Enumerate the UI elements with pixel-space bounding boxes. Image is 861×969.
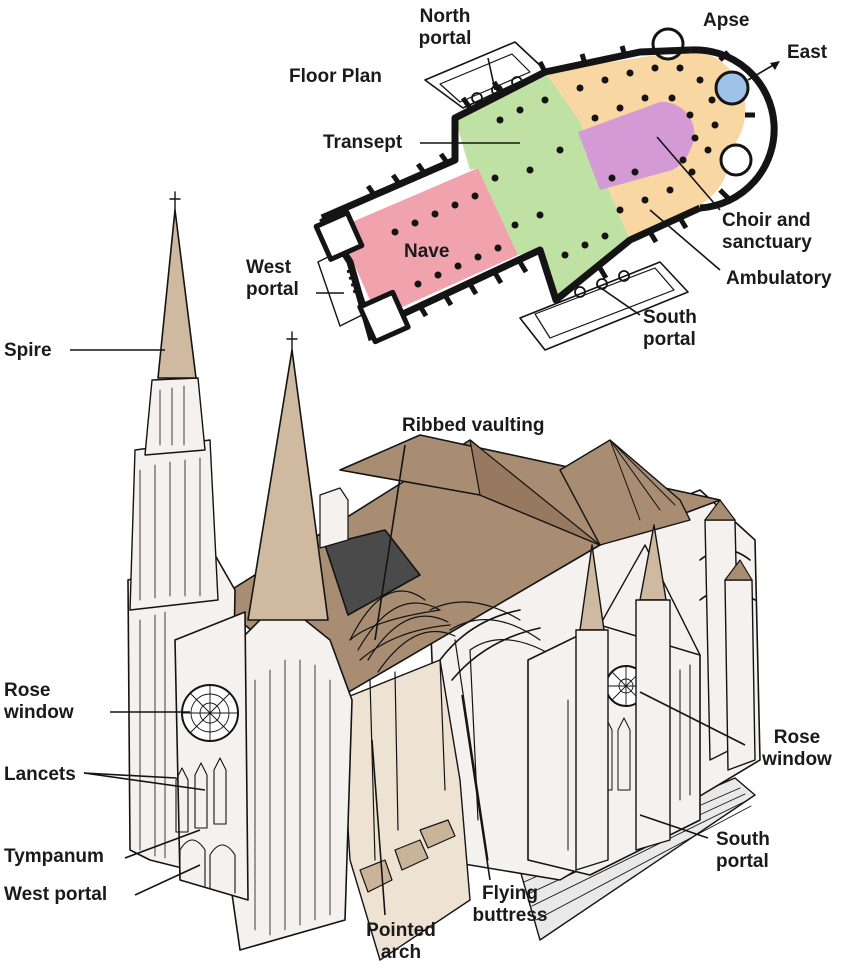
cutaway-dark — [324, 529, 421, 616]
label-spire: Spire — [4, 340, 52, 361]
chevet-roof-2 — [724, 559, 753, 581]
label-south-portal: South portal — [716, 829, 770, 873]
label-choir-sanctuary: Choir and sanctuary — [722, 210, 812, 254]
north-spire — [157, 209, 197, 379]
label-choir-line1: Choir and — [722, 210, 811, 231]
label-nave: Nave — [404, 241, 450, 262]
label-rose-window-south-line2: window — [762, 749, 832, 770]
choir-region — [578, 101, 695, 190]
apse-roof — [559, 439, 691, 546]
plan-buttresses — [365, 45, 755, 318]
label-south-portal-plan-line1: South — [643, 307, 697, 328]
chapel-south — [719, 143, 753, 177]
south-tower-right — [635, 599, 671, 851]
label-pointed-arch-line1: Pointed — [366, 920, 436, 941]
south-portal-outline — [519, 261, 689, 351]
label-apse: Apse — [703, 10, 750, 31]
south-portal-inner — [534, 267, 675, 339]
north-tower-lantern — [144, 377, 206, 456]
ribbed-vault-arches — [349, 590, 561, 673]
rose-window-west-tracery — [181, 684, 239, 742]
east-arrow — [747, 63, 776, 81]
apse-chapel — [714, 70, 750, 106]
west-facade — [174, 611, 249, 901]
label-floor-plan-title: Floor Plan — [289, 66, 382, 87]
east-arrowhead — [770, 61, 780, 70]
floor-plan — [313, 27, 780, 351]
west-lancets — [175, 757, 227, 833]
label-north-portal-line1: North — [419, 6, 471, 27]
label-ambulatory: Ambulatory — [726, 268, 832, 289]
chevet-turret-2 — [724, 579, 756, 771]
label-west-portal-plan-line2: portal — [246, 279, 299, 300]
label-rose-window-west-line1: Rose — [4, 680, 51, 701]
west-portal-arches — [179, 839, 236, 894]
label-north-portal-line2: portal — [418, 28, 472, 49]
north-portal-inner — [439, 53, 531, 103]
label-south-portal-line1: South — [716, 829, 770, 850]
label-rose-window-south: Rose window — [752, 727, 842, 771]
label-tympanum: Tympanum — [4, 846, 104, 867]
label-rose-window-south-line1: Rose — [773, 727, 821, 748]
plan-piers — [391, 64, 719, 288]
label-flying-buttress: Flying buttress — [462, 883, 558, 927]
label-east: East — [787, 42, 828, 63]
chevet-roof-1 — [704, 499, 736, 521]
label-rose-window-west: Rose window — [4, 680, 74, 724]
label-choir-line2: sanctuary — [722, 232, 812, 253]
roof-ridge-shade — [469, 439, 601, 546]
pier-bases — [359, 819, 456, 893]
label-flying-buttress-line2: buttress — [472, 905, 548, 926]
west-tower-south — [357, 289, 411, 345]
label-flying-buttress-line1: Flying — [482, 883, 538, 904]
label-north-portal: North portal — [410, 6, 480, 50]
label-rose-window-west-line2: window — [4, 702, 74, 723]
label-pointed-arch-line2: arch — [380, 942, 422, 963]
north-tower-upper — [129, 439, 219, 611]
label-west-portal: West portal — [4, 884, 108, 905]
apse-roof-ribs — [609, 439, 676, 521]
label-ribbed-vaulting: Ribbed vaulting — [402, 415, 545, 436]
label-lancets: Lancets — [4, 764, 76, 785]
leader-lines — [70, 57, 746, 916]
cathedral-view — [127, 191, 761, 961]
nave-region — [338, 168, 518, 318]
label-west-portal-plan: West portal — [246, 257, 299, 301]
south-west-spire — [247, 349, 329, 621]
label-south-portal-plan-line2: portal — [643, 329, 696, 350]
label-south-portal-plan: South portal — [643, 307, 697, 351]
label-pointed-arch: Pointed arch — [362, 920, 440, 964]
turret — [319, 487, 349, 549]
label-transept: Transept — [323, 132, 403, 153]
tower-tracery — [139, 385, 331, 936]
south-tower-left — [575, 629, 609, 871]
label-west-portal-plan-line1: West — [246, 257, 292, 278]
label-south-portal-line2: portal — [716, 851, 769, 872]
west-tower-north — [313, 210, 365, 262]
